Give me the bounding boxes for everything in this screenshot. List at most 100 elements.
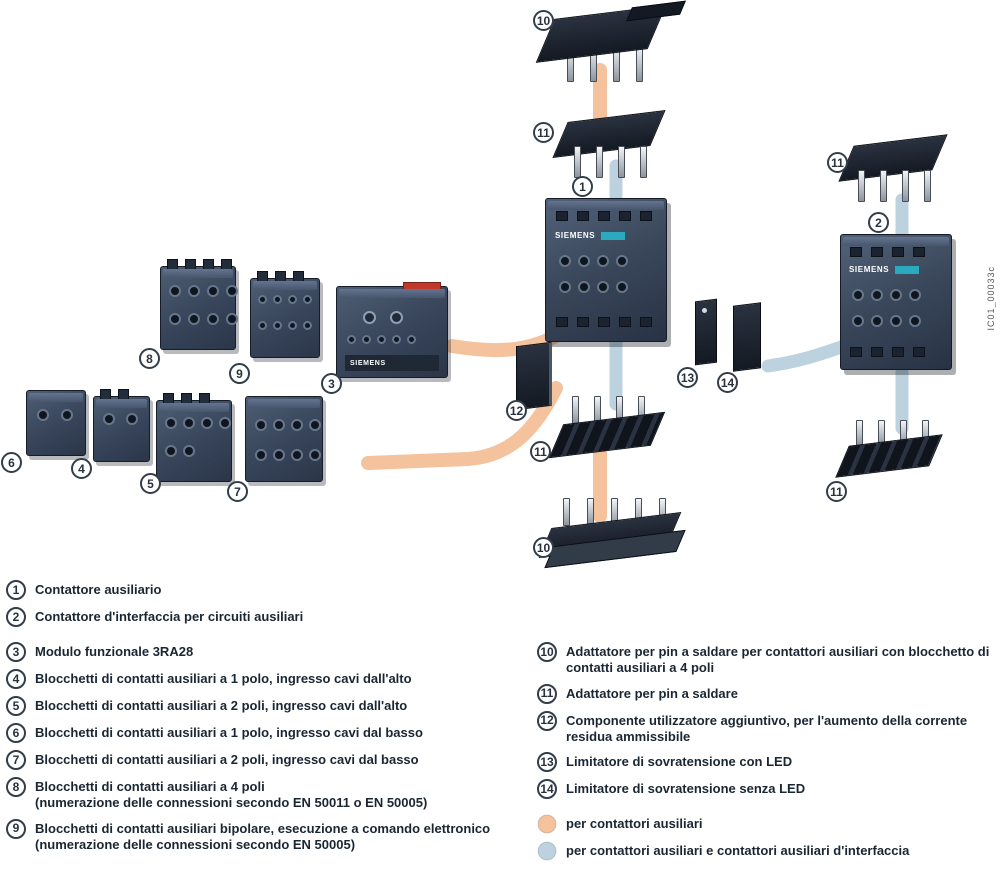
contact-hole <box>126 413 138 425</box>
block-top-face <box>163 269 233 278</box>
legend-text: Blocchetti di contatti ausiliari a 2 pol… <box>35 752 419 767</box>
block-top-face <box>29 393 83 402</box>
legend-number: 8 <box>6 777 26 797</box>
contact-hole <box>255 419 267 431</box>
contact-block-electronic <box>250 271 320 358</box>
contact-hole <box>616 255 628 267</box>
terminal-screw <box>556 211 568 221</box>
solder-pin-adapter-4pole-top <box>535 0 686 98</box>
adapter-plate <box>835 434 943 478</box>
led-indicator <box>702 308 707 313</box>
contact-hole <box>288 295 297 304</box>
callout-7: 7 <box>227 481 248 502</box>
callout-11: 11 <box>533 122 554 143</box>
solder-pin <box>563 498 570 526</box>
solder-pin <box>902 170 909 202</box>
callout-3: 3 <box>321 373 342 394</box>
contact-hole <box>103 413 115 425</box>
brand-label: SIEMENS <box>555 231 596 240</box>
legend-text-main: Blocchetti di contatti ausiliari bipolar… <box>35 820 491 836</box>
legend-text: Blocchetti di contatti ausiliari a 4 pol… <box>35 777 427 812</box>
solder-pin <box>636 46 643 82</box>
legend-text: Modulo funzionale 3RA28 <box>35 644 194 659</box>
callout-11: 11 <box>530 441 551 462</box>
contact-hole <box>890 315 902 327</box>
contact-holes-row <box>559 281 628 293</box>
contact-holes-row <box>165 445 195 457</box>
terminal-screw <box>871 347 883 357</box>
callout-1: 1 <box>572 176 593 197</box>
solder-pin <box>856 420 863 446</box>
legend-text: Blocchetti di contatti ausiliari a 1 pol… <box>35 671 412 686</box>
contact-block-1pole-top-entry <box>93 389 150 462</box>
contact-hole <box>407 335 416 344</box>
solder-pins <box>858 170 931 202</box>
contactor-top-face <box>548 201 664 210</box>
legend-right: 10 Adattatore per pin a saldare per cont… <box>537 642 995 868</box>
legend-number: 10 <box>537 642 557 662</box>
contact-hole <box>616 281 628 293</box>
contact-hole <box>347 335 356 344</box>
terminal-screw <box>598 317 610 327</box>
terminal-screw <box>850 247 862 257</box>
legend-item-6: 6 Blocchetti di contatti ausiliari a 1 p… <box>6 723 526 743</box>
brand-band: SIEMENS <box>555 231 626 240</box>
terminal-screw <box>892 347 904 357</box>
callout-5: 5 <box>140 473 161 494</box>
legend-text-sub: (numerazione delle connessioni secondo E… <box>35 836 356 852</box>
legend-item-8: 8 Blocchetti di contatti ausiliari a 4 p… <box>6 777 526 812</box>
terminal-screw <box>577 317 589 327</box>
limiter-plate <box>733 302 761 372</box>
contact-holes-row <box>255 449 321 461</box>
contact-hole <box>362 335 371 344</box>
legend-number: 14 <box>537 779 557 799</box>
brand-band: SIEMENS <box>849 265 920 274</box>
legend-text-main: Blocchetti di contatti ausiliari a 4 pol… <box>35 779 265 794</box>
contact-holes-row <box>165 417 231 429</box>
contact-block-2pole-top-entry <box>156 393 232 482</box>
contact-hole <box>309 449 321 461</box>
contact-holes-row <box>852 315 921 327</box>
contact-hole <box>288 321 297 330</box>
callout-10: 10 <box>533 537 554 558</box>
solder-pin-adapter-4pole-bottom <box>538 498 687 569</box>
legend-item-5: 5 Blocchetti di contatti ausiliari a 2 p… <box>6 696 526 716</box>
terminal-screws-bottom <box>556 317 652 327</box>
contact-hole <box>852 289 864 301</box>
contact-holes-row <box>852 289 921 301</box>
function-module-3ra28: SIEMENS <box>336 282 448 378</box>
legend-item-4: 4 Blocchetti di contatti ausiliari a 1 p… <box>6 669 526 689</box>
terminal-screw <box>892 247 904 257</box>
brand-label: SIEMENS <box>350 359 386 367</box>
contact-hole <box>291 419 303 431</box>
legend-number: 3 <box>6 642 26 662</box>
dial <box>363 311 376 324</box>
block-top-face <box>248 399 320 408</box>
legend-item-10: 10 Adattatore per pin a saldare per cont… <box>537 642 995 677</box>
callout-11: 11 <box>826 481 847 502</box>
terminal-screws-top <box>850 247 925 257</box>
solder-pin <box>880 170 887 202</box>
legend-item-13: 13 Limitatore di sovratensione con LED <box>537 752 995 772</box>
legend-number: 7 <box>6 750 26 770</box>
contact-holes-row <box>258 321 312 330</box>
contact-hole <box>273 419 285 431</box>
adjustment-dials <box>363 311 403 324</box>
solder-pins <box>563 498 666 526</box>
legend-text: Limitatore di sovratensione senza LED <box>566 781 806 796</box>
contact-hole <box>165 445 177 457</box>
contact-hole <box>578 281 590 293</box>
contact-hole <box>303 321 312 330</box>
brand-label: SIEMENS <box>849 265 890 274</box>
contact-hole <box>377 335 386 344</box>
legend-item-11: 11 Adattatore per pin a saldare <box>537 683 995 704</box>
terminal-screw <box>913 247 925 257</box>
interface-color-circle <box>537 841 557 861</box>
legend-item-2: 2 Contattore d'interfaccia per circuiti … <box>6 607 526 627</box>
legend-item-1: 1 Contattore ausiliario <box>6 580 526 600</box>
legend-text: per contattori ausiliari <box>566 816 703 831</box>
contact-block-2pole-bottom-entry <box>245 396 323 482</box>
color-legend-aux: per contattori ausiliari <box>537 814 995 834</box>
solder-pin <box>574 146 581 178</box>
